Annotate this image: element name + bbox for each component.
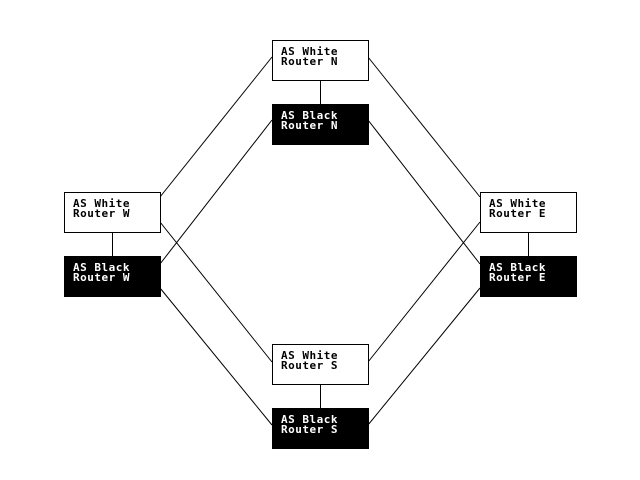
router-label-line1: AS White (489, 197, 546, 210)
link-white-n-white-e (367, 56, 481, 198)
router-label-line1: AS Black (489, 261, 546, 274)
router-label-line1: AS Black (73, 261, 130, 274)
link-white-e-white-s (367, 221, 481, 363)
link-white-n-white-w (159, 56, 273, 198)
router-label-line2: Router S (281, 423, 338, 436)
router-label-line1: AS White (281, 349, 338, 362)
as-black-router-n: AS Black Router N (272, 104, 369, 145)
router-label-line2: Router W (73, 271, 130, 284)
link-black-e-black-s (367, 287, 481, 426)
router-label-line1: AS White (73, 197, 130, 210)
router-label-line1: AS Black (281, 413, 338, 426)
router-label-line2: Router E (489, 207, 546, 220)
link-black-w-black-s (159, 287, 273, 426)
router-label-line1: AS Black (281, 109, 338, 122)
router-label-line2: Router E (489, 271, 546, 284)
link-black-n-black-e (367, 119, 481, 265)
as-black-router-s: AS Black Router S (272, 408, 369, 449)
as-white-router-e: AS White Router E (480, 192, 577, 233)
link-white-w-white-s (159, 221, 273, 363)
router-label-line2: Router W (73, 207, 130, 220)
as-white-router-s: AS White Router S (272, 344, 369, 385)
router-label-line2: Router N (281, 119, 338, 132)
router-label-line2: Router S (281, 359, 338, 372)
as-black-router-e: AS Black Router E (480, 256, 577, 297)
as-white-router-w: AS White Router W (64, 192, 161, 233)
router-label-line1: AS White (281, 45, 338, 58)
as-black-router-w: AS Black Router W (64, 256, 161, 297)
as-white-router-n: AS White Router N (272, 40, 369, 81)
router-label-line2: Router N (281, 55, 338, 68)
link-black-n-black-w (159, 119, 273, 265)
